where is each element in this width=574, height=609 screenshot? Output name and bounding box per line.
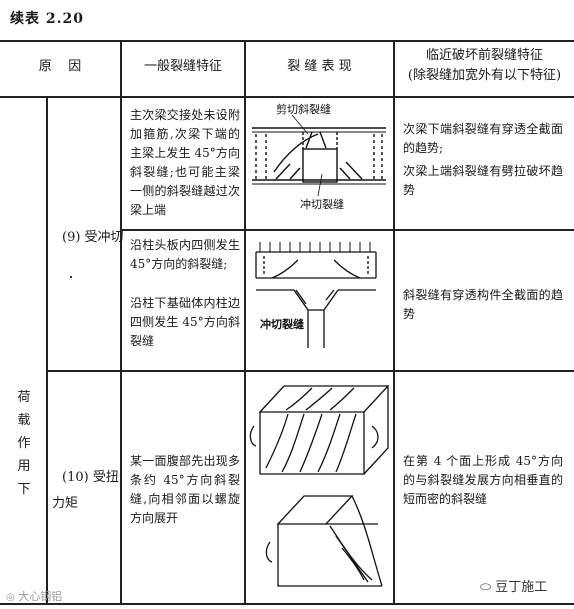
general-9b-line2: 沿柱下基础体内柱边四侧发生 45°方向斜裂缝 — [130, 296, 240, 348]
col-divider-category — [46, 97, 48, 603]
header-general: 一般裂缝特征 — [143, 59, 222, 74]
general-9a: 主次梁交接处未设附加箍筋,次梁下端的主梁上发生 45°方向斜裂缝;也可能主梁一侧… — [130, 108, 240, 217]
failure-10: 在第 4 个面上形成 45°方向的与斜裂缝发展方向相垂直的短而密的斜裂缝 — [403, 454, 563, 506]
header-cause: 原 因 — [38, 59, 82, 74]
watermark-right-text: 豆丁施工 — [495, 580, 548, 595]
cause-10-line2: 力矩 — [52, 496, 79, 511]
watermark-left: ◎ 大心钢铝 — [6, 588, 62, 604]
row-divider-9a-9b — [120, 229, 574, 231]
col-divider-general — [244, 41, 246, 603]
figure-beam-junction: 剪切斜裂缝 冲切裂缝 — [252, 102, 386, 211]
figure-torsion-blocks — [249, 385, 390, 587]
table-bottom-rule — [0, 603, 574, 605]
col-divider-cause — [120, 41, 122, 603]
cause-9-dot — [70, 276, 72, 278]
general-10: 某一面腹部先出现多条约 45°方向斜裂缝,向相邻面以螺旋方向展开 — [130, 454, 240, 525]
category-label: 荷载作用下 — [17, 390, 31, 497]
failure-9b: 斜裂缝有穿透构件全截面的趋势 — [403, 288, 563, 321]
cause-10-line1: (10) 受扭 — [62, 470, 119, 485]
header-bottom-rule — [0, 96, 574, 98]
failure-9a-line1: 次梁下端斜裂缝有穿透全截面的趋势; — [403, 122, 563, 155]
figure-slab-column: 冲切裂缝 — [255, 242, 377, 348]
watermark-left-icon: ◎ — [6, 592, 15, 603]
failure-9a-line2: 次梁上端斜裂缝有劈拉破坏趋势 — [403, 164, 563, 197]
watermark-left-text: 大心钢铝 — [18, 590, 63, 603]
watermark-right: ⬭ 豆丁施工 — [480, 576, 547, 595]
watermark-right-icon: ⬭ — [480, 580, 492, 595]
fig-label-shear-crack: 剪切斜裂缝 — [276, 102, 331, 116]
header-failure-line1: 临近破坏前裂缝特征 — [425, 48, 543, 63]
cause-9: (9) 受冲切 — [62, 230, 124, 245]
col-divider-appearance — [393, 41, 395, 603]
fig-label-punch-crack-a: 冲切裂缝 — [300, 197, 344, 211]
table-top-rule — [0, 40, 574, 42]
general-9b-line1: 沿柱头板内四侧发生 45°方向的斜裂缝; — [130, 238, 240, 271]
header-appearance: 裂 缝 表 现 — [287, 59, 352, 74]
row-divider-9-10 — [46, 370, 574, 372]
header-failure-line2: (除裂缝加宽外有以下特征) — [407, 68, 562, 83]
table-caption: 续表 2.20 — [10, 11, 84, 27]
fig-label-punch-crack-b: 冲切裂缝 — [260, 317, 304, 331]
